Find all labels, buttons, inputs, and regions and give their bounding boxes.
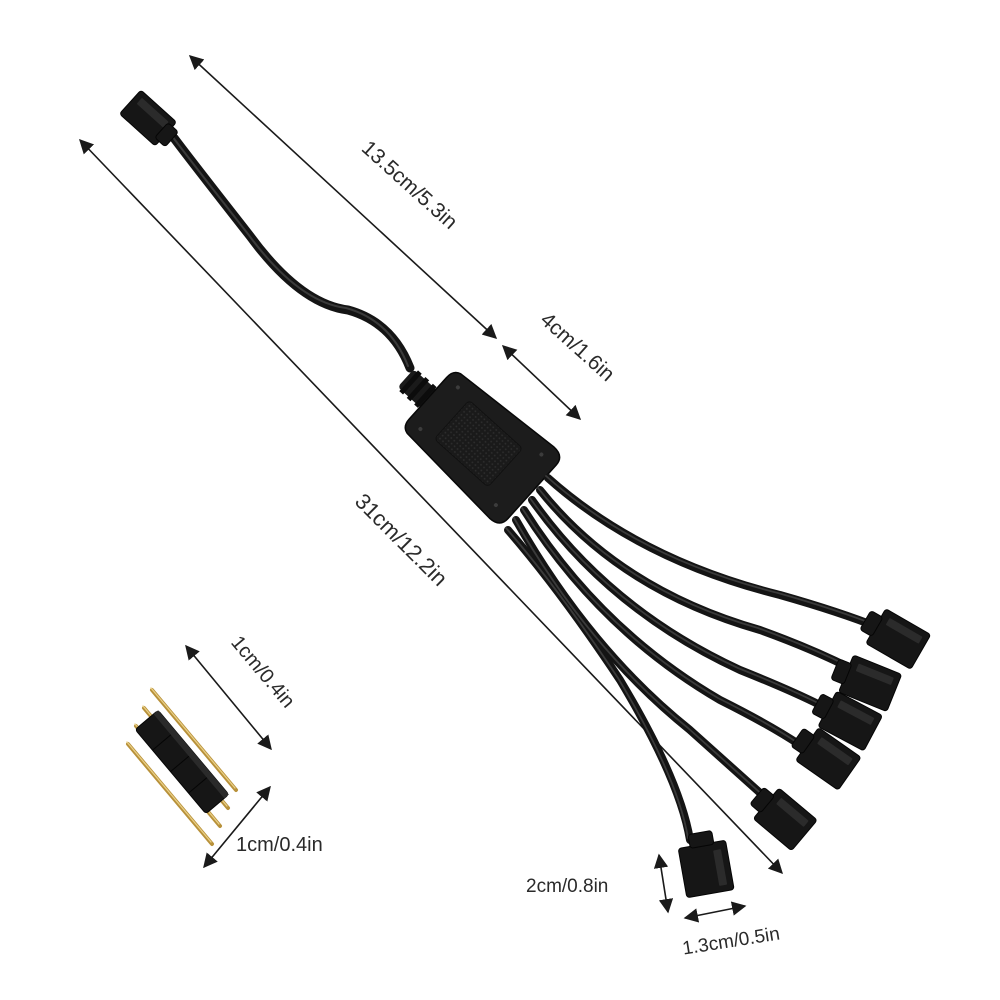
main-cable-length-label: 13.5cm/5.3in	[357, 136, 462, 234]
pin-header-width-arrow	[203, 785, 271, 869]
output-connector	[831, 655, 902, 712]
output-connector	[791, 728, 861, 790]
pin-header-width-label: 1cm/0.4in	[236, 834, 323, 856]
hub-length-label: 4cm/1.6in	[536, 308, 619, 386]
splitter-hub	[399, 370, 561, 524]
pin-header-height-arrow	[185, 644, 272, 751]
connector-width-arrow	[683, 901, 747, 923]
connector-height-arrow	[653, 853, 674, 914]
hub-length-arrow	[501, 345, 582, 420]
output-connector	[750, 787, 817, 851]
pin-header-height-label: 1cm/0.4in	[226, 632, 299, 713]
connector-height-label: 2cm/0.8in	[526, 876, 608, 897]
output-connector	[860, 609, 931, 669]
output-cables	[504, 474, 884, 844]
total-length-arrow	[79, 138, 783, 875]
output-connector	[678, 830, 735, 898]
output-connector	[812, 691, 883, 751]
input-connector	[120, 90, 415, 373]
total-length-label: 31cm/12.2in	[350, 488, 452, 590]
main-cable-length-arrow	[188, 55, 498, 339]
pin-header	[126, 687, 238, 846]
connector-width-label: 1.3cm/0.5in	[681, 924, 781, 960]
